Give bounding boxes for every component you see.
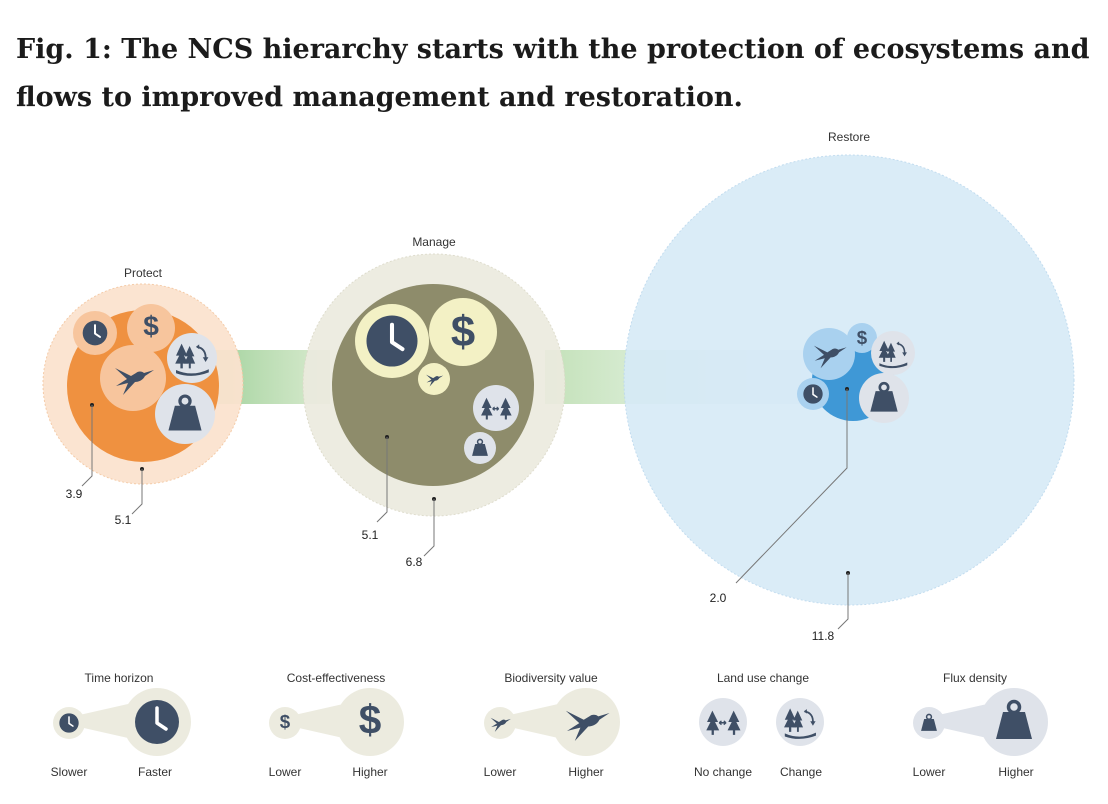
manage-inner-value: 5.1 — [362, 528, 379, 542]
legend-connector — [285, 702, 352, 740]
legend-low-label: Lower — [913, 765, 946, 779]
legend: Time horizon Slower Faster Cost-effectiv… — [51, 671, 1048, 779]
restore-outer-value: 11.8 — [812, 629, 835, 643]
clock-icon — [81, 319, 109, 347]
legend-title: Time horizon — [85, 671, 154, 685]
clock-icon — [802, 383, 824, 405]
protect-inner-value: 3.9 — [66, 487, 83, 501]
legend-title: Land use change — [717, 671, 809, 685]
restore-group: Restore 2.0 11.8 — [623, 130, 1075, 643]
dollar-icon — [358, 696, 382, 743]
legend-biodiversity-value: Biodiversity value Lower Higher — [484, 671, 620, 779]
protect-outer-leader — [131, 469, 143, 515]
legend-high-label: Faster — [138, 765, 172, 779]
clock-icon — [366, 315, 417, 366]
dollar-icon — [279, 710, 291, 732]
manage-group: Manage 5.1 6.8 — [302, 235, 566, 569]
legend-low-label: Lower — [484, 765, 517, 779]
legend-title: Cost-effectiveness — [287, 671, 386, 685]
legend-land-use-change: Land use change No change Change — [694, 671, 824, 779]
legend-high-label: Higher — [352, 765, 387, 779]
manage-outer-leader — [423, 499, 435, 557]
legend-flux-density: Flux density Lower Higher — [913, 671, 1048, 779]
manage-outer-value: 6.8 — [406, 555, 423, 569]
legend-high-label: Higher — [568, 765, 603, 779]
legend-connector — [70, 702, 137, 740]
legend-connector — [500, 702, 567, 740]
protect-outer-value: 5.1 — [115, 513, 132, 527]
dollar-icon — [856, 326, 868, 348]
legend-low-label: No change — [694, 765, 752, 779]
legend-high-label: Higher — [998, 765, 1033, 779]
restore-inner-value: 2.0 — [710, 591, 727, 605]
restore-outer-leader — [837, 573, 849, 630]
dollar-icon — [143, 310, 160, 342]
clock-icon — [58, 712, 80, 734]
legend-time-horizon: Time horizon Slower Faster — [51, 671, 191, 779]
figure-title: Fig. 1: The NCS hierarchy starts with th… — [16, 34, 1090, 113]
protect-group: Protect 3.9 5.1 — [42, 266, 244, 527]
restore-label: Restore — [828, 130, 870, 144]
manage-label: Manage — [412, 235, 456, 249]
manage-inner-leader — [376, 437, 388, 523]
protect-label: Protect — [124, 266, 163, 280]
legend-low-label: Slower — [51, 765, 88, 779]
protect-inner-leader — [81, 405, 93, 487]
legend-title: Biodiversity value — [504, 671, 598, 685]
dollar-icon — [450, 307, 476, 357]
clock-icon — [133, 698, 181, 746]
restore-inner-leader — [735, 389, 848, 584]
legend-low-label: Lower — [269, 765, 302, 779]
legend-title: Flux density — [943, 671, 1007, 685]
legend-connector — [929, 702, 996, 740]
legend-cost-effectiveness: Cost-effectiveness Lower Higher — [269, 671, 404, 779]
legend-high-label: Change — [780, 765, 822, 779]
